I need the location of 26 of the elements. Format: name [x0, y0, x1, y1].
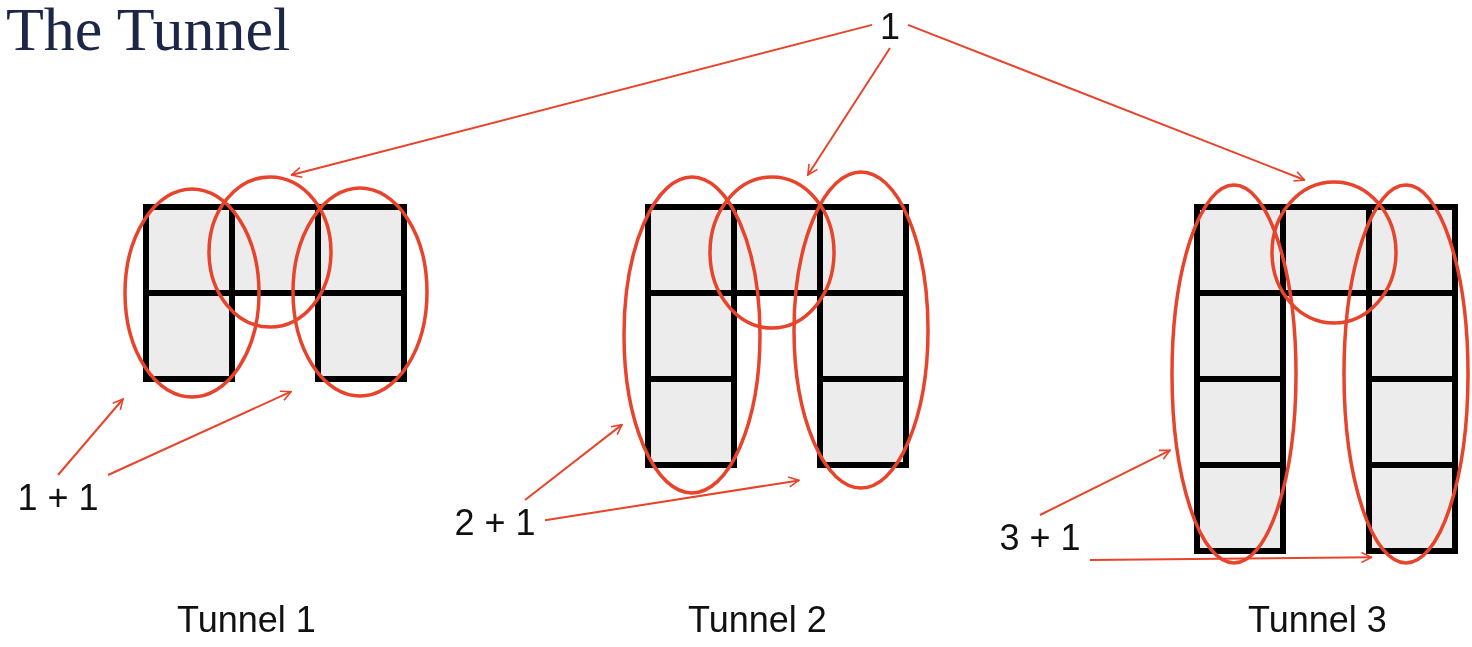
highlight-ellipse — [1270, 180, 1398, 325]
highlight-ellipse — [123, 187, 261, 399]
arrow — [107, 390, 292, 476]
arrow — [57, 398, 124, 476]
highlight-ellipse — [1170, 183, 1298, 565]
highlight-ellipse — [792, 170, 930, 490]
tunnel-caption: Tunnel 2 — [688, 600, 827, 640]
arrow — [290, 23, 873, 179]
slide-title: The Tunnel — [6, 0, 291, 65]
arrow — [1089, 551, 1373, 564]
tunnel-caption: Tunnel 1 — [177, 600, 316, 640]
highlight-ellipse — [708, 175, 836, 330]
arrow — [1039, 449, 1171, 516]
highlight-ellipse — [207, 175, 333, 329]
highlight-ellipse — [291, 186, 429, 398]
tunnel-caption: Tunnel 3 — [1248, 600, 1387, 640]
highlight-ellipse — [622, 175, 762, 495]
count-label: 1 — [872, 6, 908, 48]
arrow — [907, 23, 1306, 182]
count-label: 1 + 1 — [8, 475, 108, 520]
highlight-ellipse — [1342, 183, 1470, 565]
arrow — [524, 423, 623, 501]
arrow — [806, 47, 891, 176]
arrow — [544, 476, 800, 522]
count-label: 3 + 1 — [990, 515, 1090, 560]
count-label: 2 + 1 — [445, 500, 545, 545]
